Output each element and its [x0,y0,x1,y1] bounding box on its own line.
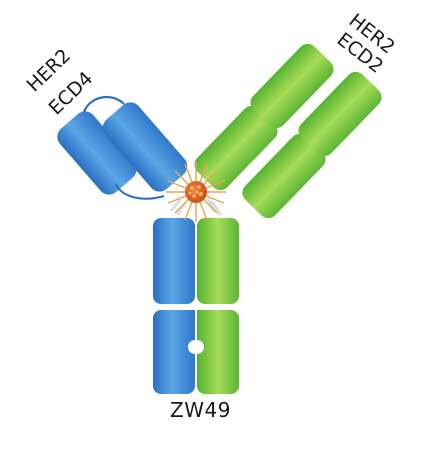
ecd4-domain-outer [57,111,137,195]
ecd4-linker-loop [82,95,125,113]
ecd2-domain-4 [298,71,382,157]
drug-payload-icon [166,162,226,222]
ecd4-linker-lower [115,183,165,200]
molecule-name-label: ZW49 [170,398,231,422]
ecd2-domain-1 [194,105,278,191]
fc-blue-domain-lower [153,310,195,394]
ecd2-domain-2 [242,133,326,219]
ecd4-domain-inner [102,102,188,192]
fc-blue-domain-upper [153,218,195,304]
fc-green-domain-upper [197,218,239,304]
fc-green-domain-lower [197,310,239,394]
ecd2-domain-3 [250,43,334,129]
